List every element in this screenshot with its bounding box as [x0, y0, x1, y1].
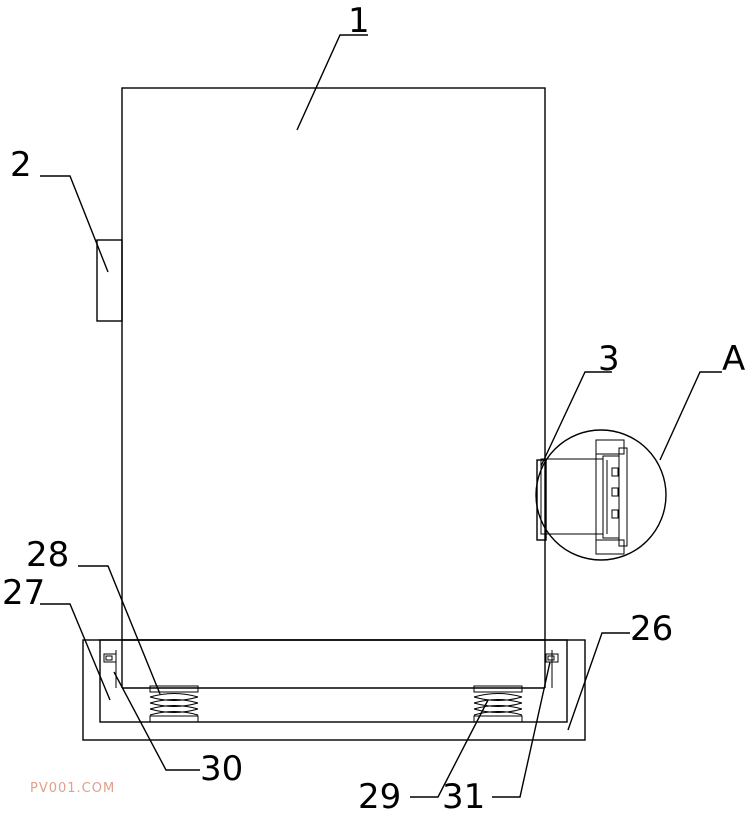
label-1: 1 — [348, 1, 370, 41]
side-handle — [96, 239, 123, 322]
right-spring — [473, 685, 523, 723]
label-29: 29 — [358, 777, 401, 812]
label-3: 3 — [598, 339, 620, 379]
label-28: 28 — [26, 535, 69, 575]
detail-circle-a — [535, 429, 667, 561]
label-31: 31 — [442, 777, 485, 812]
label-27: 27 — [2, 573, 45, 613]
watermark: PV001.COM — [30, 781, 115, 796]
left-guide — [103, 650, 117, 688]
label-26: 26 — [630, 609, 673, 649]
left-spring — [149, 685, 199, 723]
right-guide — [545, 650, 559, 688]
cabinet-body — [121, 87, 546, 641]
label-a: A — [722, 339, 745, 379]
label-30: 30 — [200, 749, 243, 789]
leader-lines — [40, 34, 722, 798]
label-2: 2 — [10, 145, 32, 185]
